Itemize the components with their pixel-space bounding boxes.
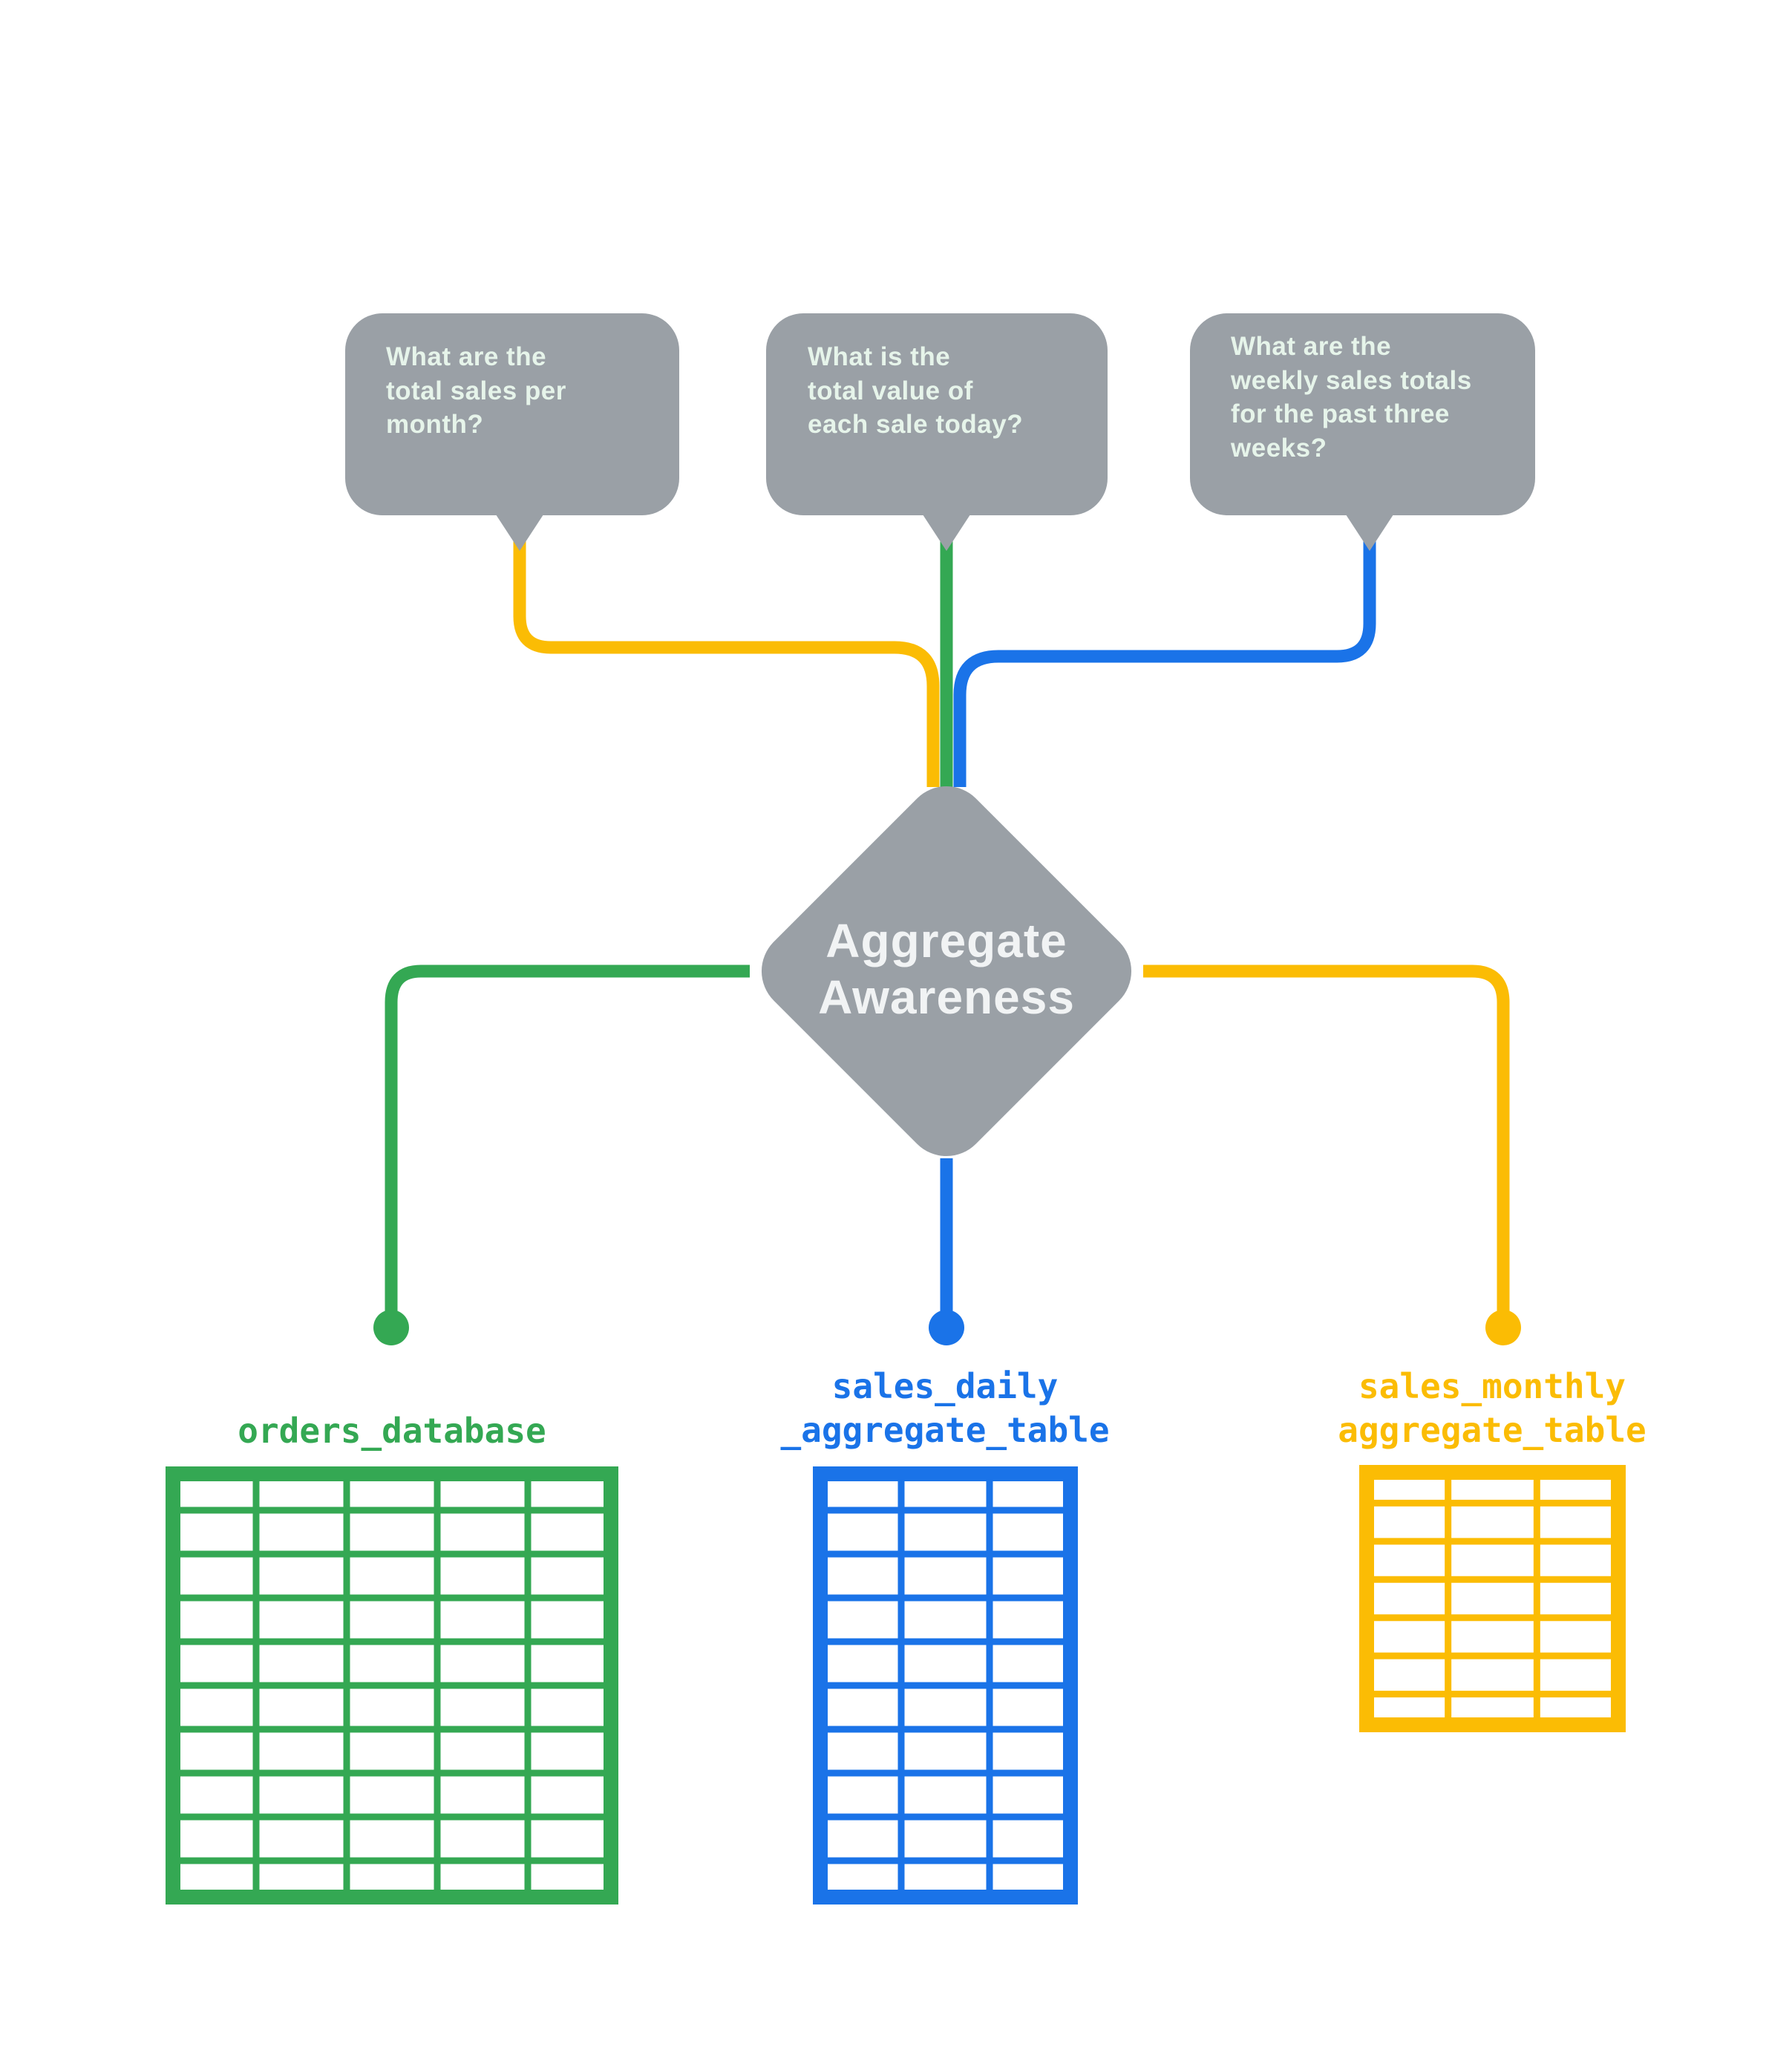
connector-yellow-question: [513, 520, 940, 787]
connector-blue-question: [953, 520, 1376, 787]
connector-yellow-to-monthly-table: [1143, 965, 1510, 1316]
aggregate-awareness-diamond: [761, 786, 1132, 1157]
speech-bubble-total-value-each-sale-tail: [921, 512, 972, 551]
speech-bubble-weekly-sales-totals-tail: [1344, 512, 1395, 551]
table-grid-sales-daily-aggregate: [813, 1466, 1078, 1905]
speech-bubble-total-sales-per-month: [345, 313, 679, 515]
table-grid-sales-monthly-aggregate: [1359, 1465, 1626, 1732]
table-grid-sales-monthly-aggregate-border: [1359, 1465, 1626, 1732]
speech-bubble-weekly-sales-totals: [1190, 313, 1535, 515]
connector-dot-blue: [929, 1310, 964, 1345]
connector-green-to-orders-database: [385, 965, 750, 1316]
connector-dot-green: [373, 1310, 409, 1345]
connector-dot-yellow: [1485, 1310, 1521, 1345]
speech-bubble-total-value-each-sale: [766, 313, 1108, 515]
table-grid-orders-database-border: [166, 1466, 618, 1905]
speech-bubble-total-sales-per-month-tail: [494, 512, 545, 551]
table-grid-orders-database: [166, 1466, 618, 1905]
table-grid-sales-daily-aggregate-border: [813, 1466, 1078, 1905]
